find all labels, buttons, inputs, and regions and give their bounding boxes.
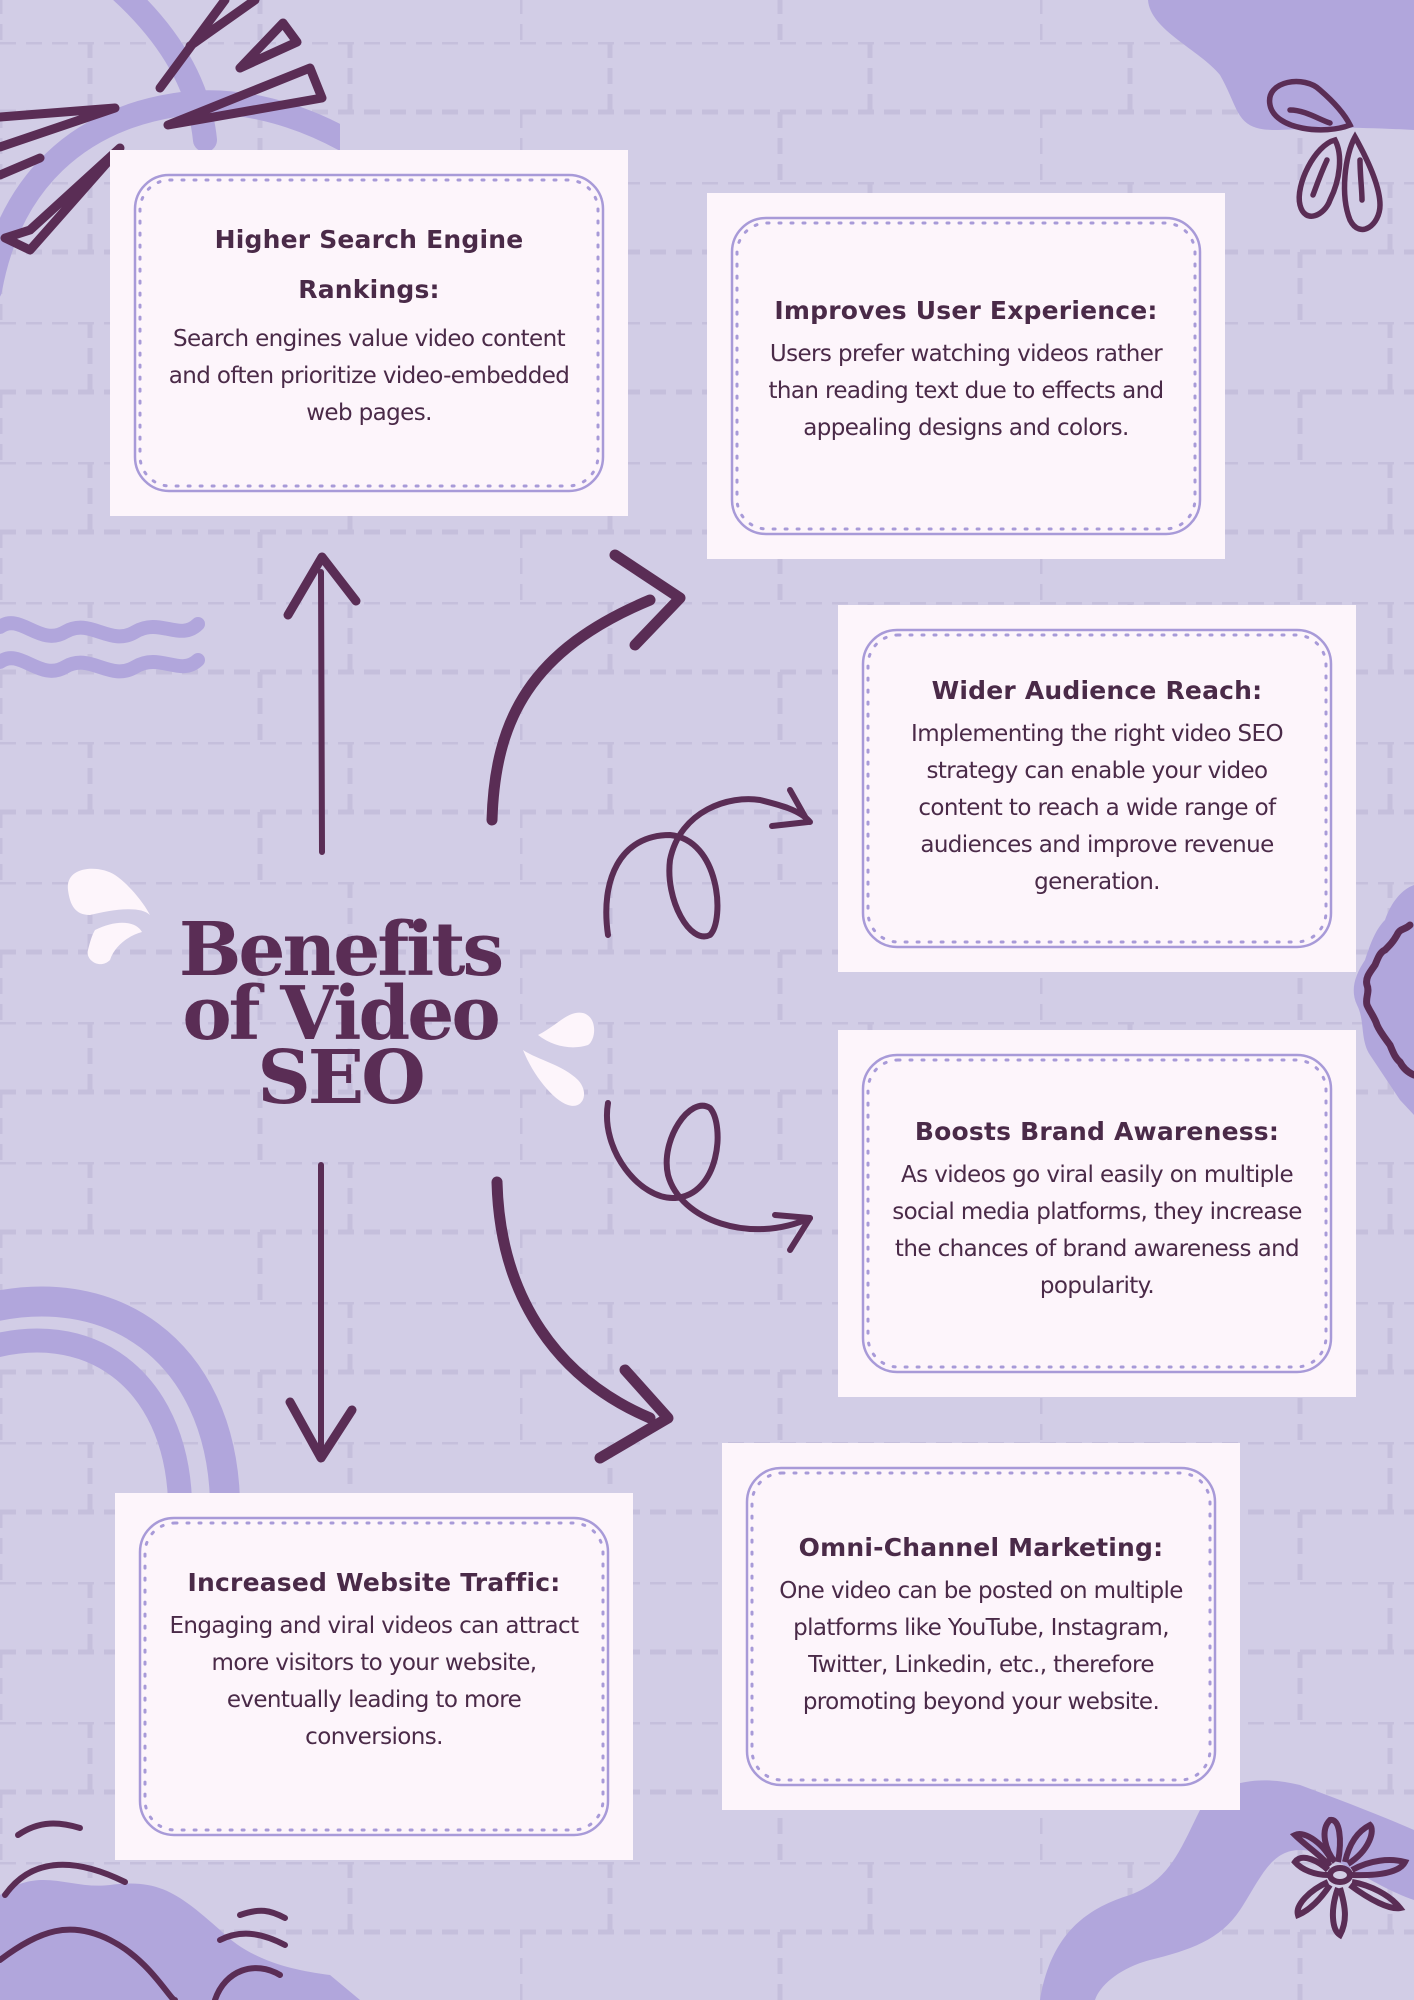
title-line-1: Benefits <box>178 907 504 993</box>
wave-hills-icon <box>0 1820 360 2000</box>
scalloped-frame-icon <box>138 1516 610 1837</box>
splash-drops-icon <box>67 868 150 965</box>
benefit-card-website-traffic: Increased Website Traffic: Engaging and … <box>115 1493 633 1860</box>
flower-icon <box>1290 1817 1410 1940</box>
card-body: Search engines value video content and o… <box>168 325 570 426</box>
card-body: As videos go viral easily on multiple so… <box>892 1162 1302 1299</box>
scalloped-frame-icon <box>861 1053 1333 1374</box>
card-title: Omni-Channel Marketing: <box>798 1532 1164 1562</box>
card-body: One video can be posted on multiple plat… <box>779 1577 1183 1715</box>
card-body: Users prefer watching videos rather than… <box>768 340 1164 441</box>
benefit-card-audience-reach: Wider Audience Reach: Implementing the r… <box>838 605 1356 972</box>
card-title: Wider Audience Reach: <box>931 676 1263 705</box>
curved-arrow-icon <box>491 1176 674 1464</box>
card-title: Increased Website Traffic: <box>187 1567 561 1597</box>
card-title: Boosts Brand Awareness: <box>914 1117 1280 1146</box>
title-line-2: of Video <box>182 971 500 1057</box>
loop-arrow-icon <box>603 787 813 940</box>
scalloped-frame-icon <box>745 1466 1217 1787</box>
scalloped-frame-icon <box>133 173 605 493</box>
loop-arrow-icon <box>603 1100 813 1253</box>
splash-drops-icon <box>523 1012 595 1106</box>
curved-arrow-icon <box>486 549 686 826</box>
benefit-card-brand-awareness: Boosts Brand Awareness: As videos go vir… <box>838 1030 1356 1397</box>
scalloped-frame-icon <box>861 628 1333 949</box>
card-body: Implementing the right video SEO strateg… <box>911 721 1284 895</box>
leaf-petals-icon <box>1267 78 1383 233</box>
scalloped-badge-icon <box>1353 885 1414 1115</box>
benefit-card-search-rankings: Higher Search Engine Rankings: Search en… <box>110 150 628 516</box>
card-title: Improves User Experience: <box>774 295 1158 325</box>
poster-title: Benefits of Video SEO <box>130 907 550 1121</box>
blob-top-right <box>1148 0 1414 130</box>
rainbow-arcs-icon <box>0 1286 240 1500</box>
wavy-ribbon-icon <box>1040 1780 1414 2000</box>
wavy-lines-icon <box>0 616 205 679</box>
arrow-down-icon <box>285 1162 357 1463</box>
benefit-card-omni-channel: Omni-Channel Marketing: One video can be… <box>722 1443 1240 1810</box>
title-line-3: SEO <box>257 1035 425 1121</box>
sparkle-burst-icon <box>0 0 327 255</box>
scalloped-frame-icon <box>730 216 1202 536</box>
benefit-card-user-experience: Improves User Experience: Users prefer w… <box>707 193 1225 559</box>
card-body: Engaging and viral videos can attract mo… <box>169 1612 579 1750</box>
arrow-up-icon <box>283 552 361 855</box>
card-title: Higher Search Engine Rankings: <box>214 224 524 304</box>
